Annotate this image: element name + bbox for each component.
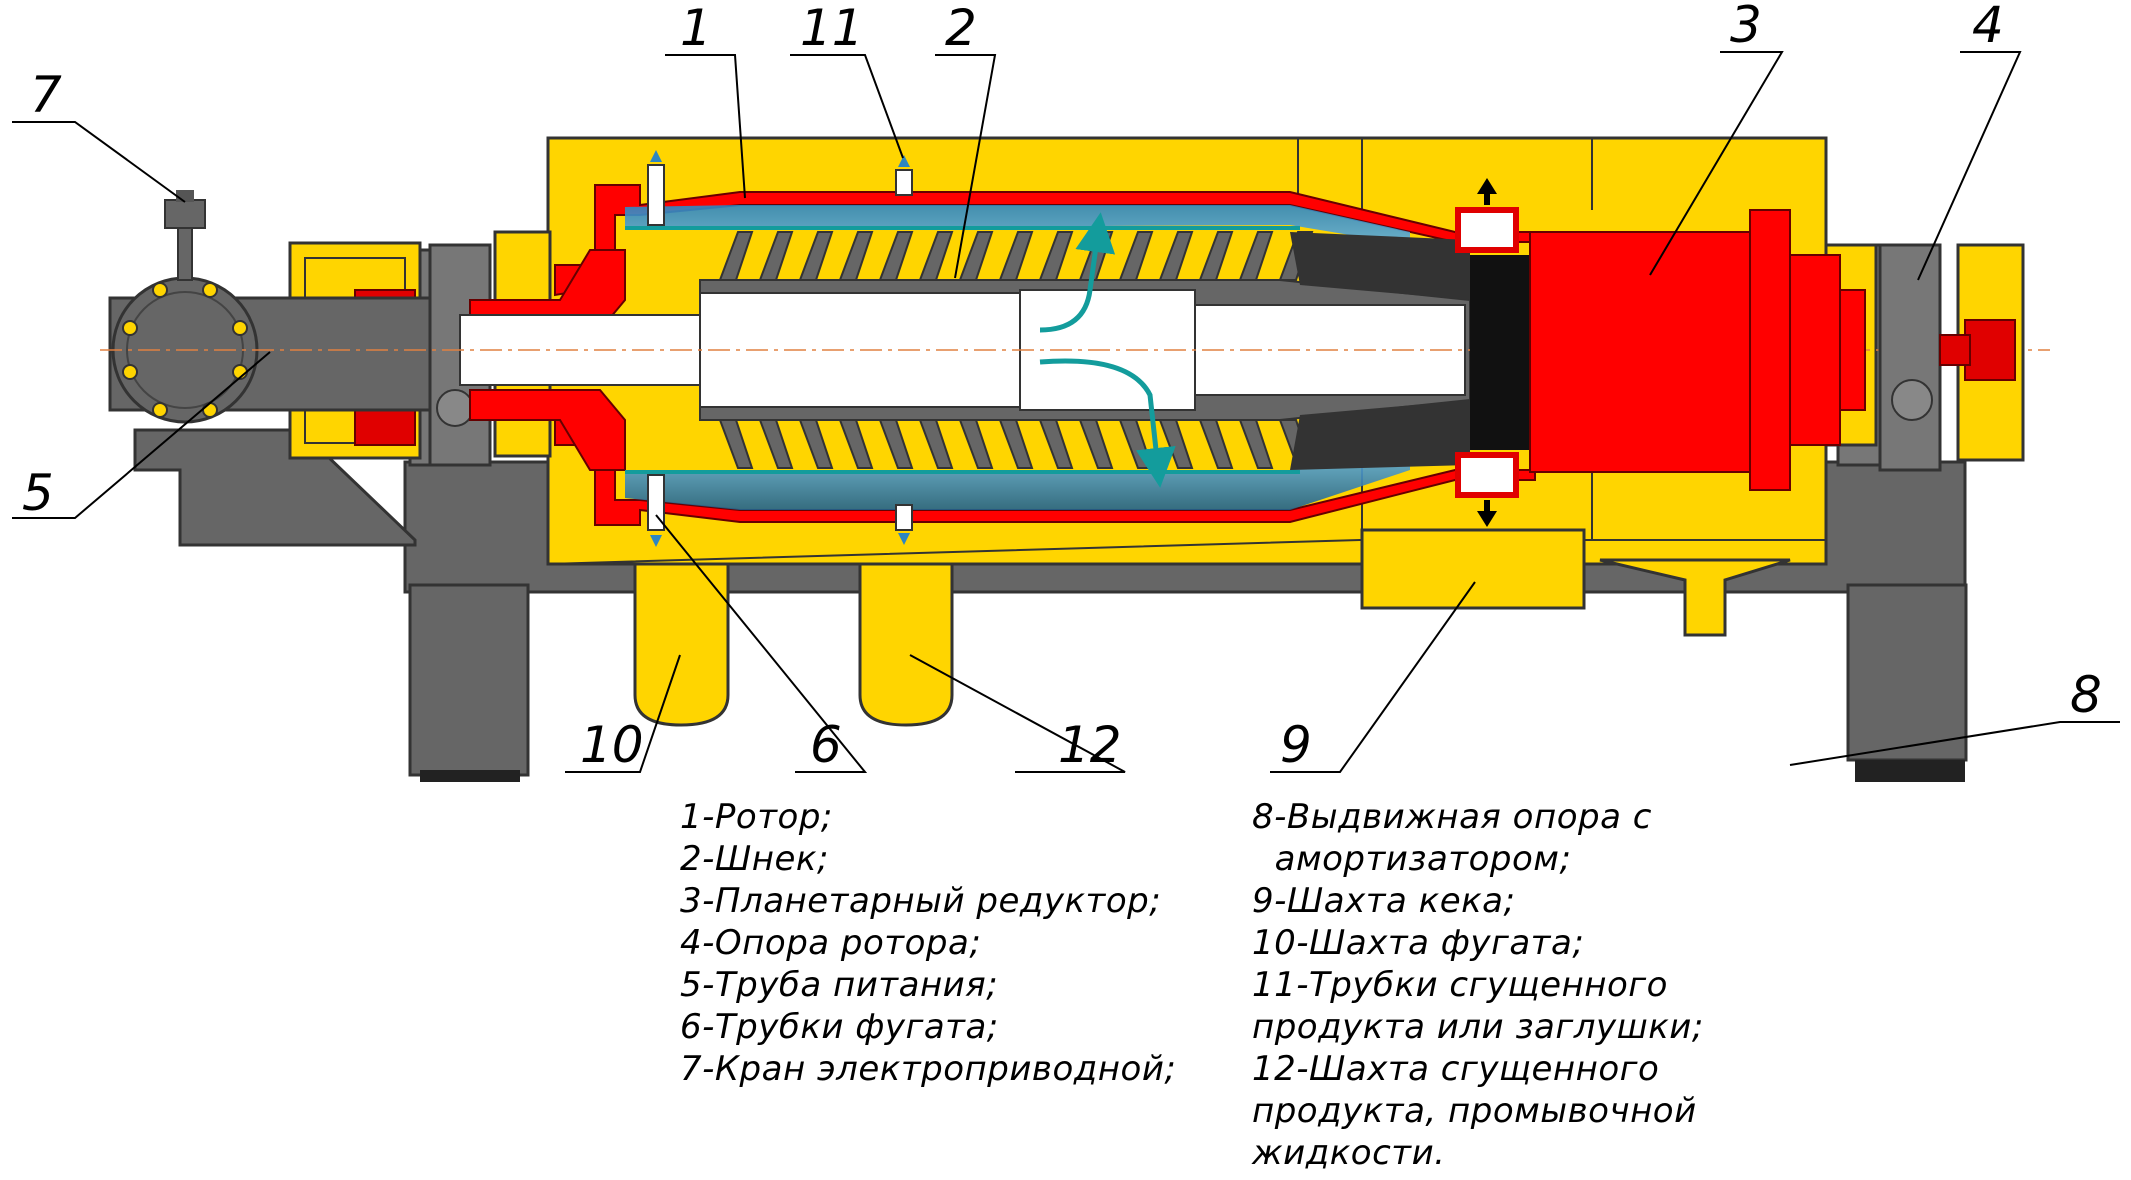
screw-flight <box>1118 231 1154 281</box>
legend-item: 2-Шнек; <box>680 839 829 879</box>
screw-flight <box>918 419 954 469</box>
legend-item: 6-Трубки фугата; <box>680 1007 999 1047</box>
screw-flight <box>1238 231 1274 281</box>
legend-item: амортизатором; <box>1252 839 1572 879</box>
callout-1: 1 <box>680 0 712 57</box>
callout-8: 8 <box>2070 666 2102 724</box>
callout-9: 9 <box>1280 716 1312 774</box>
callout-11: 11 <box>800 0 864 57</box>
screw-flight <box>998 231 1034 281</box>
screw-flight <box>1158 231 1194 281</box>
legend-item: 10-Шахта фугата; <box>1252 923 1585 963</box>
leader-lines <box>12 51 2120 773</box>
feed-flow-arrows <box>1039 212 1176 488</box>
legend-item: 9-Шахта кека; <box>1252 881 1516 921</box>
legend-item: 12-Шахта сгущенного <box>1252 1049 1660 1089</box>
legend-left: 1-Ротор; 2-Шнек; 3-Планетарный редуктор;… <box>680 796 1176 1090</box>
rotor-support <box>1878 243 2025 472</box>
legend-item: 3-Планетарный редуктор; <box>680 881 1162 921</box>
screw-flight <box>798 419 834 469</box>
screw-flight <box>878 231 914 281</box>
legend-item: 5-Труба питания; <box>680 965 999 1005</box>
screw-flight <box>1198 231 1234 281</box>
screw-flight <box>958 231 994 281</box>
callout-2: 2 <box>945 0 977 57</box>
callout-5: 5 <box>22 464 54 522</box>
screw-flight <box>918 231 954 281</box>
screw-flight <box>718 231 754 281</box>
planetary-gearbox <box>1529 209 1866 491</box>
callout-7: 7 <box>30 66 62 124</box>
screw-flight <box>798 231 834 281</box>
cake-discharge <box>1455 178 1530 527</box>
legend-right: 8-Выдвижная опора с амортизатором; 9-Шах… <box>1252 796 1704 1174</box>
legend-item: продукта или заглушки; <box>1252 1007 1704 1047</box>
screw-flight <box>838 231 874 281</box>
callout-12: 12 <box>1058 716 1122 774</box>
screw-flight <box>1078 419 1114 469</box>
screw-flight <box>1238 419 1274 469</box>
callout-3: 3 <box>1730 0 1762 54</box>
legend-item: жидкости. <box>1252 1133 1446 1173</box>
screw-flight <box>998 419 1034 469</box>
screw-flight <box>1038 231 1074 281</box>
callout-labels: 7 5 1 11 2 3 4 8 9 10 6 12 <box>22 0 2102 774</box>
legend-item: продукта, промывочной <box>1252 1091 1697 1131</box>
screw-flight <box>758 231 794 281</box>
screw-flight <box>958 419 994 469</box>
legend-item: 7-Кран электроприводной; <box>680 1049 1177 1089</box>
screw-flight <box>838 419 874 469</box>
feed-assembly <box>108 190 492 467</box>
nozzles <box>647 150 913 547</box>
legend-item: 1-Ротор; <box>680 797 833 837</box>
screw-flight <box>1198 419 1234 469</box>
screw-flight <box>878 419 914 469</box>
screw-flight <box>758 419 794 469</box>
legend-item: 11-Трубки сгущенного <box>1252 965 1668 1005</box>
callout-4: 4 <box>1972 0 2004 54</box>
callout-10: 10 <box>580 716 644 774</box>
liquid-pool <box>625 205 1410 510</box>
legend-item: 8-Выдвижная опора с <box>1252 797 1652 837</box>
screw-flight <box>1038 419 1074 469</box>
legend-item: 4-Опора ротора; <box>680 923 982 963</box>
feed-tube <box>100 289 2050 411</box>
screw-flight <box>718 419 754 469</box>
callout-6: 6 <box>810 716 842 774</box>
